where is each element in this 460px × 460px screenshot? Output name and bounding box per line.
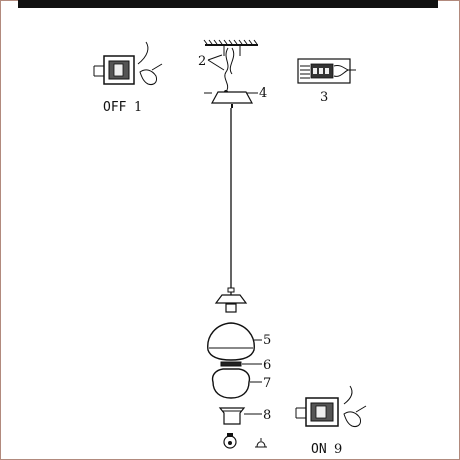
fixing-ring (220, 361, 242, 367)
switch-off-label: OFF (103, 100, 127, 115)
connector-step-number: 3 (320, 90, 328, 105)
switch-on-label: ON (311, 442, 327, 457)
callout-5: 5 (263, 333, 271, 348)
outer-glass-shade (207, 322, 255, 361)
bulb-icon (223, 433, 237, 449)
callout-8: 8 (263, 408, 271, 423)
lampholder-cap (214, 287, 248, 313)
lamp-symbol-icon (255, 438, 267, 448)
header-bar (18, 0, 438, 8)
lampholder (218, 407, 246, 425)
terminal-block-illustration (297, 58, 356, 84)
callout-2-leaders (207, 54, 225, 71)
ceiling-hatch (203, 39, 258, 46)
canopy (204, 91, 254, 108)
callout-4: 4 (259, 86, 267, 101)
switch-on-step-number: 9 (334, 442, 342, 457)
switch-off-step-number: 1 (134, 100, 142, 115)
switch-off-illustration (93, 41, 163, 85)
fixing-screws-and-wires (223, 46, 241, 94)
callout-7: 7 (263, 376, 271, 391)
callout-6: 6 (263, 358, 271, 373)
inner-glass-shade (211, 368, 251, 399)
switch-on-illustration (295, 385, 367, 427)
callout-2: 2 (198, 54, 206, 69)
